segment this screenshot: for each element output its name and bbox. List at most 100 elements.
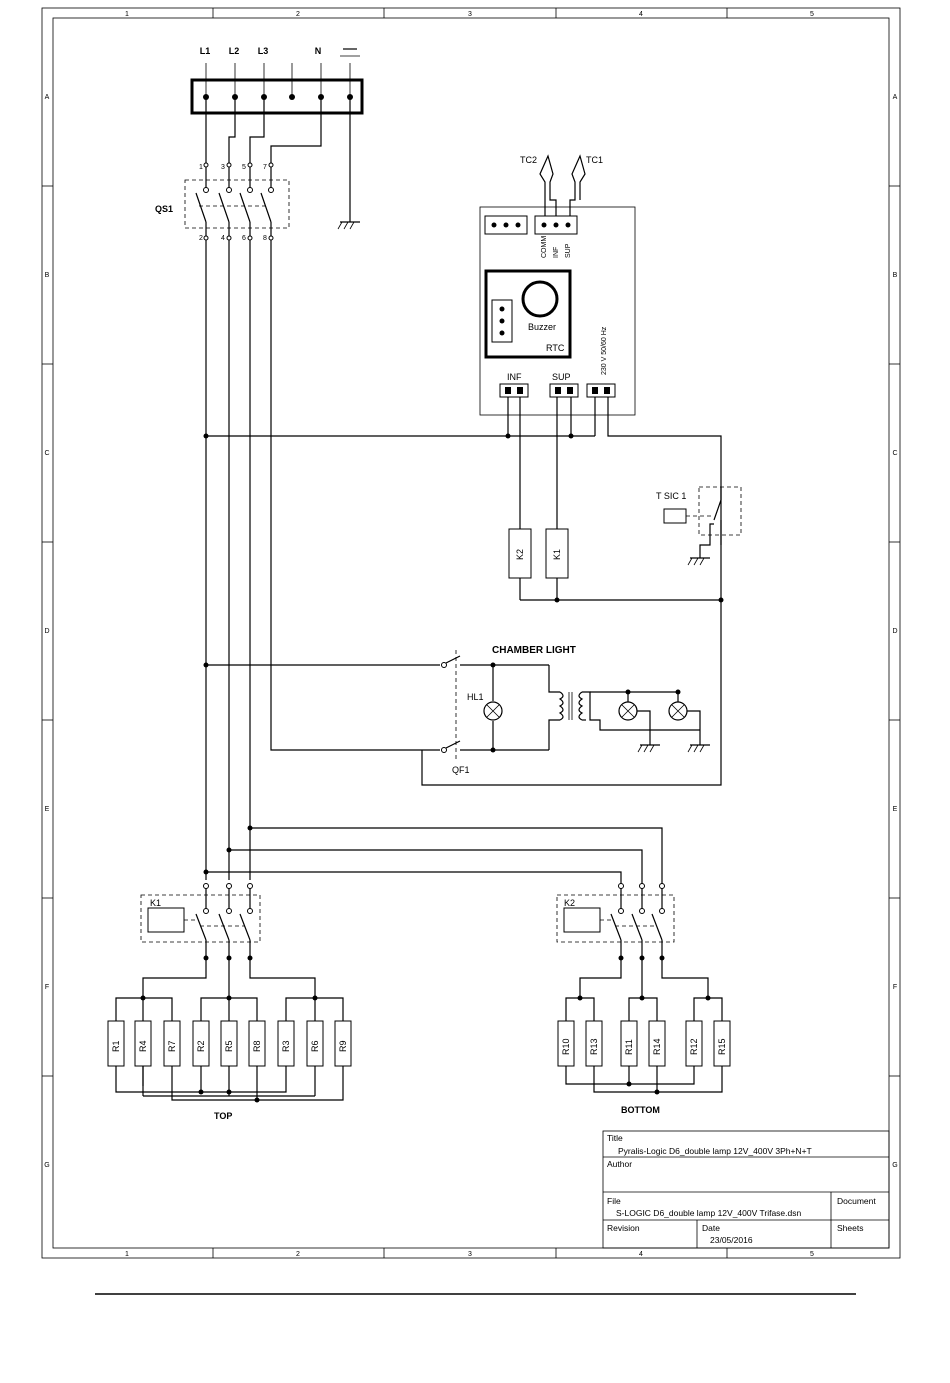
col-label: 4 [639, 1251, 643, 1258]
chamber-light-title: CHAMBER LIGHT [492, 645, 576, 656]
row-label: B [45, 272, 50, 279]
contactor-k1-label: K1 [150, 898, 161, 908]
sup-label: SUP [565, 243, 572, 258]
terminal-n-label: N [315, 46, 322, 56]
tc2-label: TC2 [520, 155, 537, 165]
col-label: 4 [639, 11, 643, 18]
drawing-frame [41, 7, 901, 1259]
col-label: 2 [296, 11, 300, 18]
document-label: Document [837, 1196, 876, 1206]
resistor-label: R2 [196, 1040, 206, 1052]
contactor-k1: K1 [140, 883, 261, 961]
terminal-l2-label: L2 [229, 46, 240, 56]
pin-label: 8 [263, 235, 267, 242]
resistor-label: R10 [561, 1038, 571, 1055]
main-buses [205, 240, 440, 880]
resistor-label: R11 [624, 1039, 634, 1055]
file-value: S-LOGIC D6_double lamp 12V_400V Trifase.… [616, 1208, 801, 1218]
title-label: Title [607, 1133, 623, 1143]
author-label: Author [607, 1159, 632, 1169]
row-label: C [892, 450, 897, 457]
col-label: 5 [810, 11, 814, 18]
resistor-label: R15 [717, 1038, 727, 1055]
resistor-label: R14 [652, 1038, 662, 1055]
pin-label: 1 [199, 164, 203, 171]
coil-k2 [508, 528, 532, 579]
top-resistor-bank: R1 R4 R7 R2 R5 R8 R3 R6 R9 TOP [107, 958, 352, 1121]
qs1-label: QS1 [155, 204, 173, 214]
hl1-lamp-icon [483, 701, 503, 721]
terminal-l3-label: L3 [258, 46, 269, 56]
k2-feeds [203, 825, 663, 884]
contactor-k2: K2 [556, 883, 675, 961]
row-label: C [44, 450, 49, 457]
tc1-probe [569, 154, 586, 218]
coil-k1 [545, 528, 569, 579]
rtc-module [484, 269, 572, 359]
supply-wiring [205, 97, 360, 230]
pin-label: 7 [263, 164, 267, 171]
resistor-label: R12 [689, 1038, 699, 1055]
control-wiring [203, 397, 724, 786]
file-label: File [607, 1196, 621, 1206]
comm-label: COMM [541, 236, 548, 258]
contactor-k2-label: K2 [564, 898, 575, 908]
coil-k1-label: K1 [552, 549, 562, 560]
revision-label: Revision [607, 1223, 640, 1233]
relay-coils: K2 K1 [508, 528, 569, 579]
transformer-icon [558, 691, 564, 721]
resistor-label: R13 [589, 1038, 599, 1055]
col-label: 5 [810, 1251, 814, 1258]
title-block: Title Pyralis-Logic D6_double lamp 12V_4… [602, 1130, 890, 1249]
power-label: 230 V 50/60 Hz [601, 326, 608, 375]
pin-label: 5 [242, 164, 246, 171]
row-label: G [44, 1162, 49, 1169]
pin-label: 2 [199, 235, 203, 242]
sheets-label: Sheets [837, 1223, 863, 1233]
col-label: 1 [125, 11, 129, 18]
date-value: 23/05/2016 [710, 1235, 753, 1245]
controller-module: TC2 TC1 COMM INF SUP Buzzer RTC 230 V 50… [479, 154, 636, 416]
resistor-label: R1 [111, 1040, 121, 1052]
row-label: G [892, 1162, 897, 1169]
resistor-label: R5 [224, 1040, 234, 1052]
frame-labels: 1 2 3 4 5 1 2 3 4 5 A B C D E F G A B C … [44, 11, 897, 1258]
resistor-label: R4 [138, 1040, 148, 1052]
row-label: B [893, 272, 898, 279]
qf1-label: QF1 [452, 765, 470, 775]
hl1-label: HL1 [467, 692, 484, 702]
bottom-resistor-bank: R10 R13 R11 R14 R12 R15 BOTTOM [557, 958, 731, 1115]
col-label: 1 [125, 1251, 129, 1258]
col-label: 2 [296, 1251, 300, 1258]
relay-sup-label: SUP [552, 372, 571, 382]
resistor-label: R7 [167, 1040, 177, 1052]
bottom-label: BOTTOM [621, 1105, 660, 1115]
row-label: A [45, 94, 50, 101]
tsic-thermostat: T SIC 1 [656, 486, 742, 566]
title-value: Pyralis-Logic D6_double lamp 12V_400V 3P… [618, 1146, 812, 1156]
pin-label: 6 [242, 235, 246, 242]
terminal-l1-label: L1 [200, 46, 211, 56]
row-label: F [893, 984, 897, 991]
tc1-label: TC1 [586, 155, 603, 165]
terminal-block: L1 L2 L3 N [190, 46, 364, 115]
row-label: E [893, 806, 898, 813]
row-label: D [892, 628, 897, 635]
resistor-label: R6 [310, 1040, 320, 1052]
resistor-label: R8 [252, 1040, 262, 1052]
buzzer-label: Buzzer [528, 322, 556, 332]
coil-k2-label: K2 [515, 549, 525, 560]
col-label: 3 [468, 11, 472, 18]
tc2-probe [539, 154, 557, 218]
chamber-light-circuit: CHAMBER LIGHT QF1 HL1 [203, 645, 710, 775]
buzzer-icon [521, 280, 559, 318]
top-label: TOP [214, 1111, 232, 1121]
tsic-label: T SIC 1 [656, 491, 686, 501]
resistor-label: R3 [281, 1040, 291, 1052]
row-label: E [45, 806, 50, 813]
col-label: 3 [468, 1251, 472, 1258]
row-label: A [893, 94, 898, 101]
relay-inf-label: INF [507, 372, 522, 382]
pin-label: 3 [221, 164, 225, 171]
